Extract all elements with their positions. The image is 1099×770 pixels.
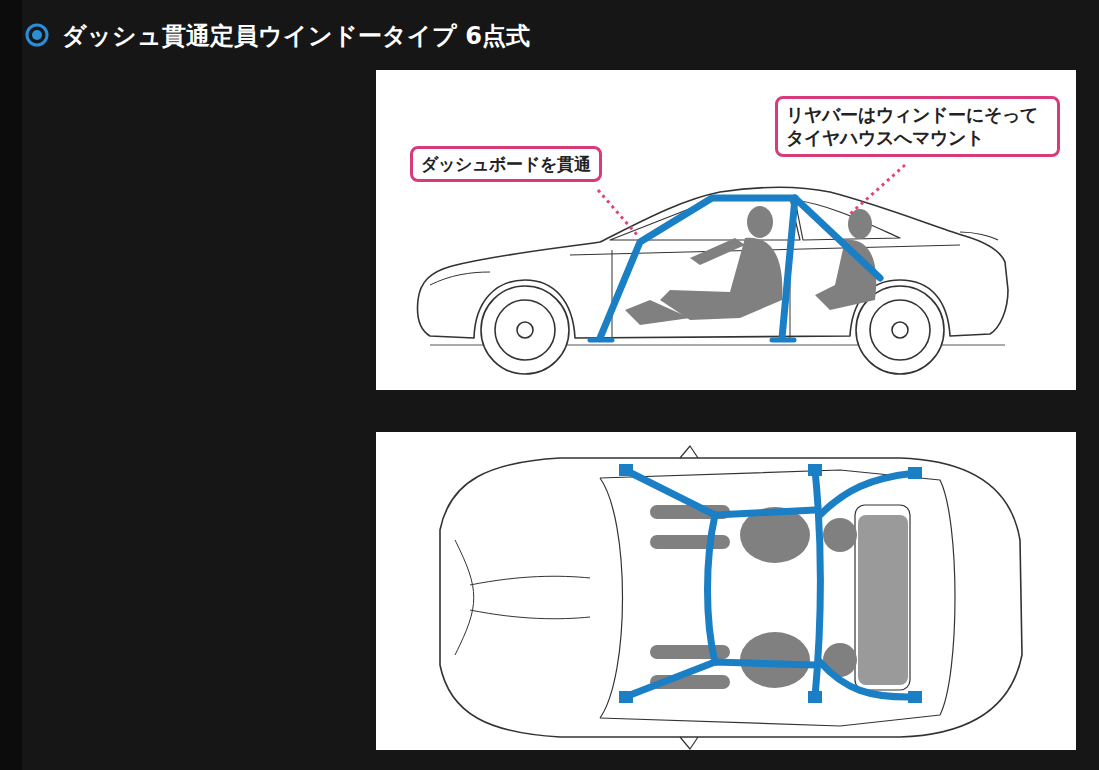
- callout-box: リヤバーはウィンドーにそって タイヤハウスへマウント: [775, 96, 1060, 157]
- callout-box: ダッシュボードを貫通: [410, 146, 602, 182]
- left-strip: [0, 0, 22, 770]
- roll-cage-top: [625, 470, 915, 697]
- roll-cage-side: [590, 198, 880, 340]
- side-view-panel: [376, 70, 1076, 390]
- top-view-panel: [376, 432, 1076, 750]
- title-icon: [27, 25, 47, 45]
- car-top-view: [440, 446, 1022, 749]
- leader-lines: [598, 165, 905, 236]
- callout-text: リヤバーはウィンドーにそって タイヤハウスへマウント: [786, 103, 1049, 150]
- callout-text: ダッシュボードを貫通: [421, 153, 591, 175]
- occupants-side: [625, 206, 876, 325]
- mount-plates: [619, 464, 922, 703]
- page-title: ダッシュ貫通定員ウインドータイプ 6点式: [62, 20, 530, 52]
